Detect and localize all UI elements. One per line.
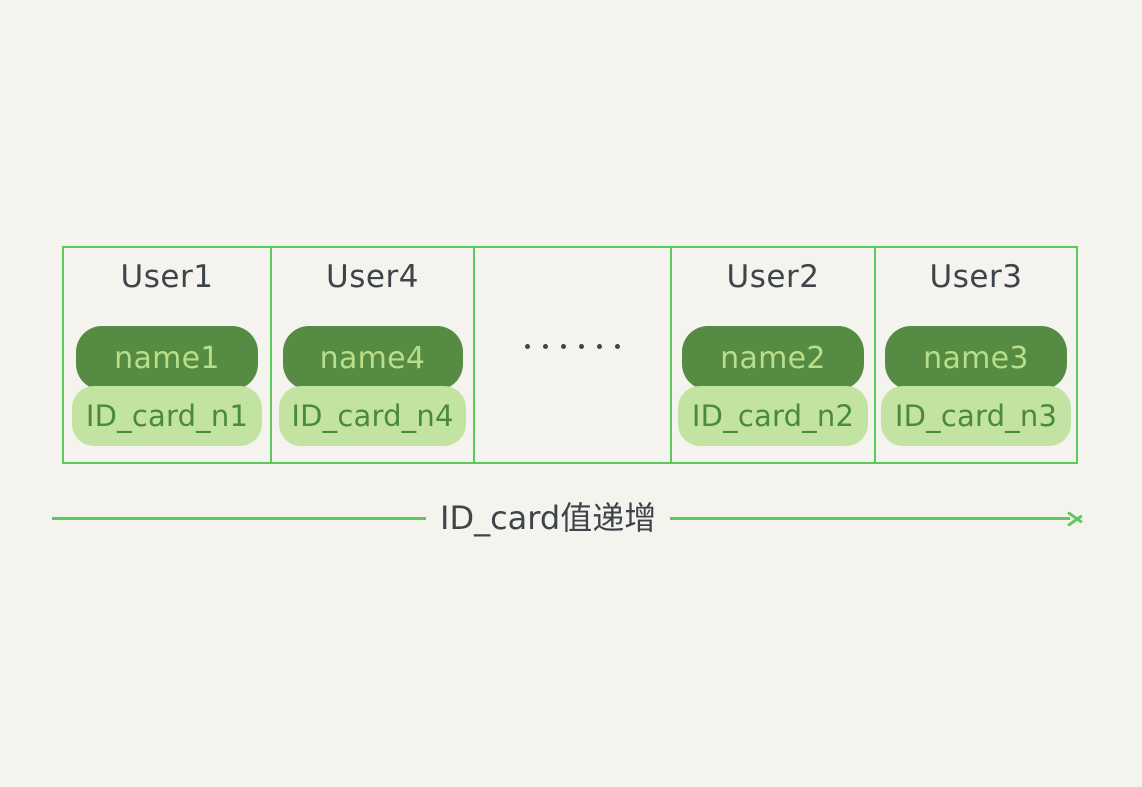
id-card-pill: ID_card_n1 <box>72 386 262 446</box>
axis-caption: ID_card值递增 <box>440 499 657 537</box>
name-pill: name4 <box>282 326 463 390</box>
axis-line-left <box>52 516 426 520</box>
table-cell-user3[interactable]: User3 name3 ID_card_n3 <box>876 248 1076 462</box>
table-cell-ellipsis <box>475 248 672 462</box>
ellipsis-dot <box>597 344 602 349</box>
id-card-pill: ID_card_n3 <box>881 386 1071 446</box>
table-cell-user2[interactable]: User2 name2 ID_card_n2 <box>672 248 876 462</box>
ellipsis-dot <box>525 344 530 349</box>
table-cell-user4[interactable]: User4 name4 ID_card_n4 <box>272 248 475 462</box>
user-label: User3 <box>929 259 1023 295</box>
table-cell-user1[interactable]: User1 name1 ID_card_n1 <box>64 248 272 462</box>
name-pill: name3 <box>885 326 1067 390</box>
ellipsis-icon <box>475 344 670 349</box>
pill-stack: name1 ID_card_n1 <box>64 326 270 446</box>
id-card-pill: ID_card_n2 <box>678 386 868 446</box>
ellipsis-dot <box>615 344 620 349</box>
arrow-right-icon <box>1068 508 1088 528</box>
ellipsis-dot <box>579 344 584 349</box>
axis-line-right <box>670 516 1070 520</box>
ellipsis-dot <box>543 344 548 349</box>
user-label: User1 <box>120 259 214 295</box>
user-label: User2 <box>726 259 820 295</box>
ellipsis-dot <box>561 344 566 349</box>
pill-stack: name2 ID_card_n2 <box>672 326 874 446</box>
increasing-order-axis: ID_card值递增 <box>52 492 1088 544</box>
user-table: User1 name1 ID_card_n1 User4 name4 ID_ca… <box>62 246 1078 464</box>
pill-stack: name4 ID_card_n4 <box>272 326 473 446</box>
user-label: User4 <box>326 259 419 295</box>
id-card-pill: ID_card_n4 <box>279 386 466 446</box>
name-pill: name1 <box>76 326 258 390</box>
pill-stack: name3 ID_card_n3 <box>876 326 1076 446</box>
name-pill: name2 <box>682 326 864 390</box>
